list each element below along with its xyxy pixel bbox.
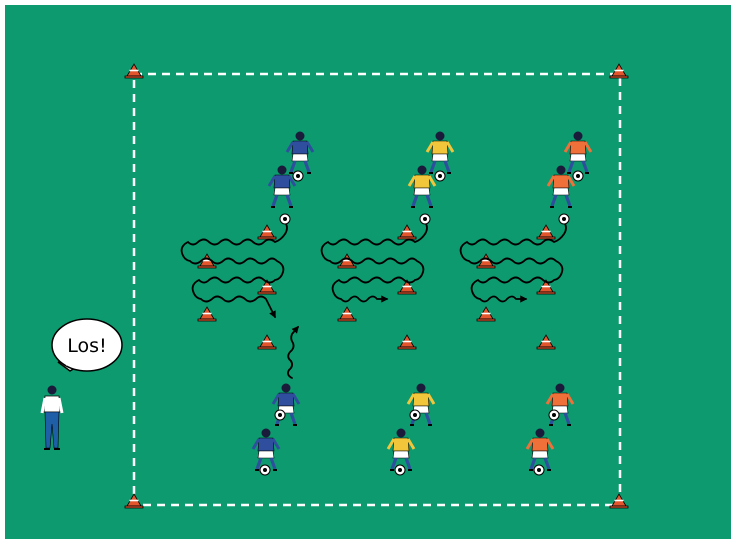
ball-icon: [534, 465, 544, 475]
ball-icon: [573, 171, 583, 181]
ball-icon: [260, 465, 270, 475]
ball-icon: [410, 410, 420, 420]
ball-icon: [280, 214, 290, 224]
speech-bubble: Los!: [52, 319, 122, 371]
ball-icon: [435, 171, 445, 181]
ball-icon: [420, 214, 430, 224]
ball-icon: [293, 171, 303, 181]
ball-icon: [559, 214, 569, 224]
pitch-background: [5, 5, 731, 539]
ball-icon: [395, 465, 405, 475]
ball-icon: [549, 410, 559, 420]
ball-icon: [275, 410, 285, 420]
speech-bubble-text: Los!: [67, 335, 106, 357]
